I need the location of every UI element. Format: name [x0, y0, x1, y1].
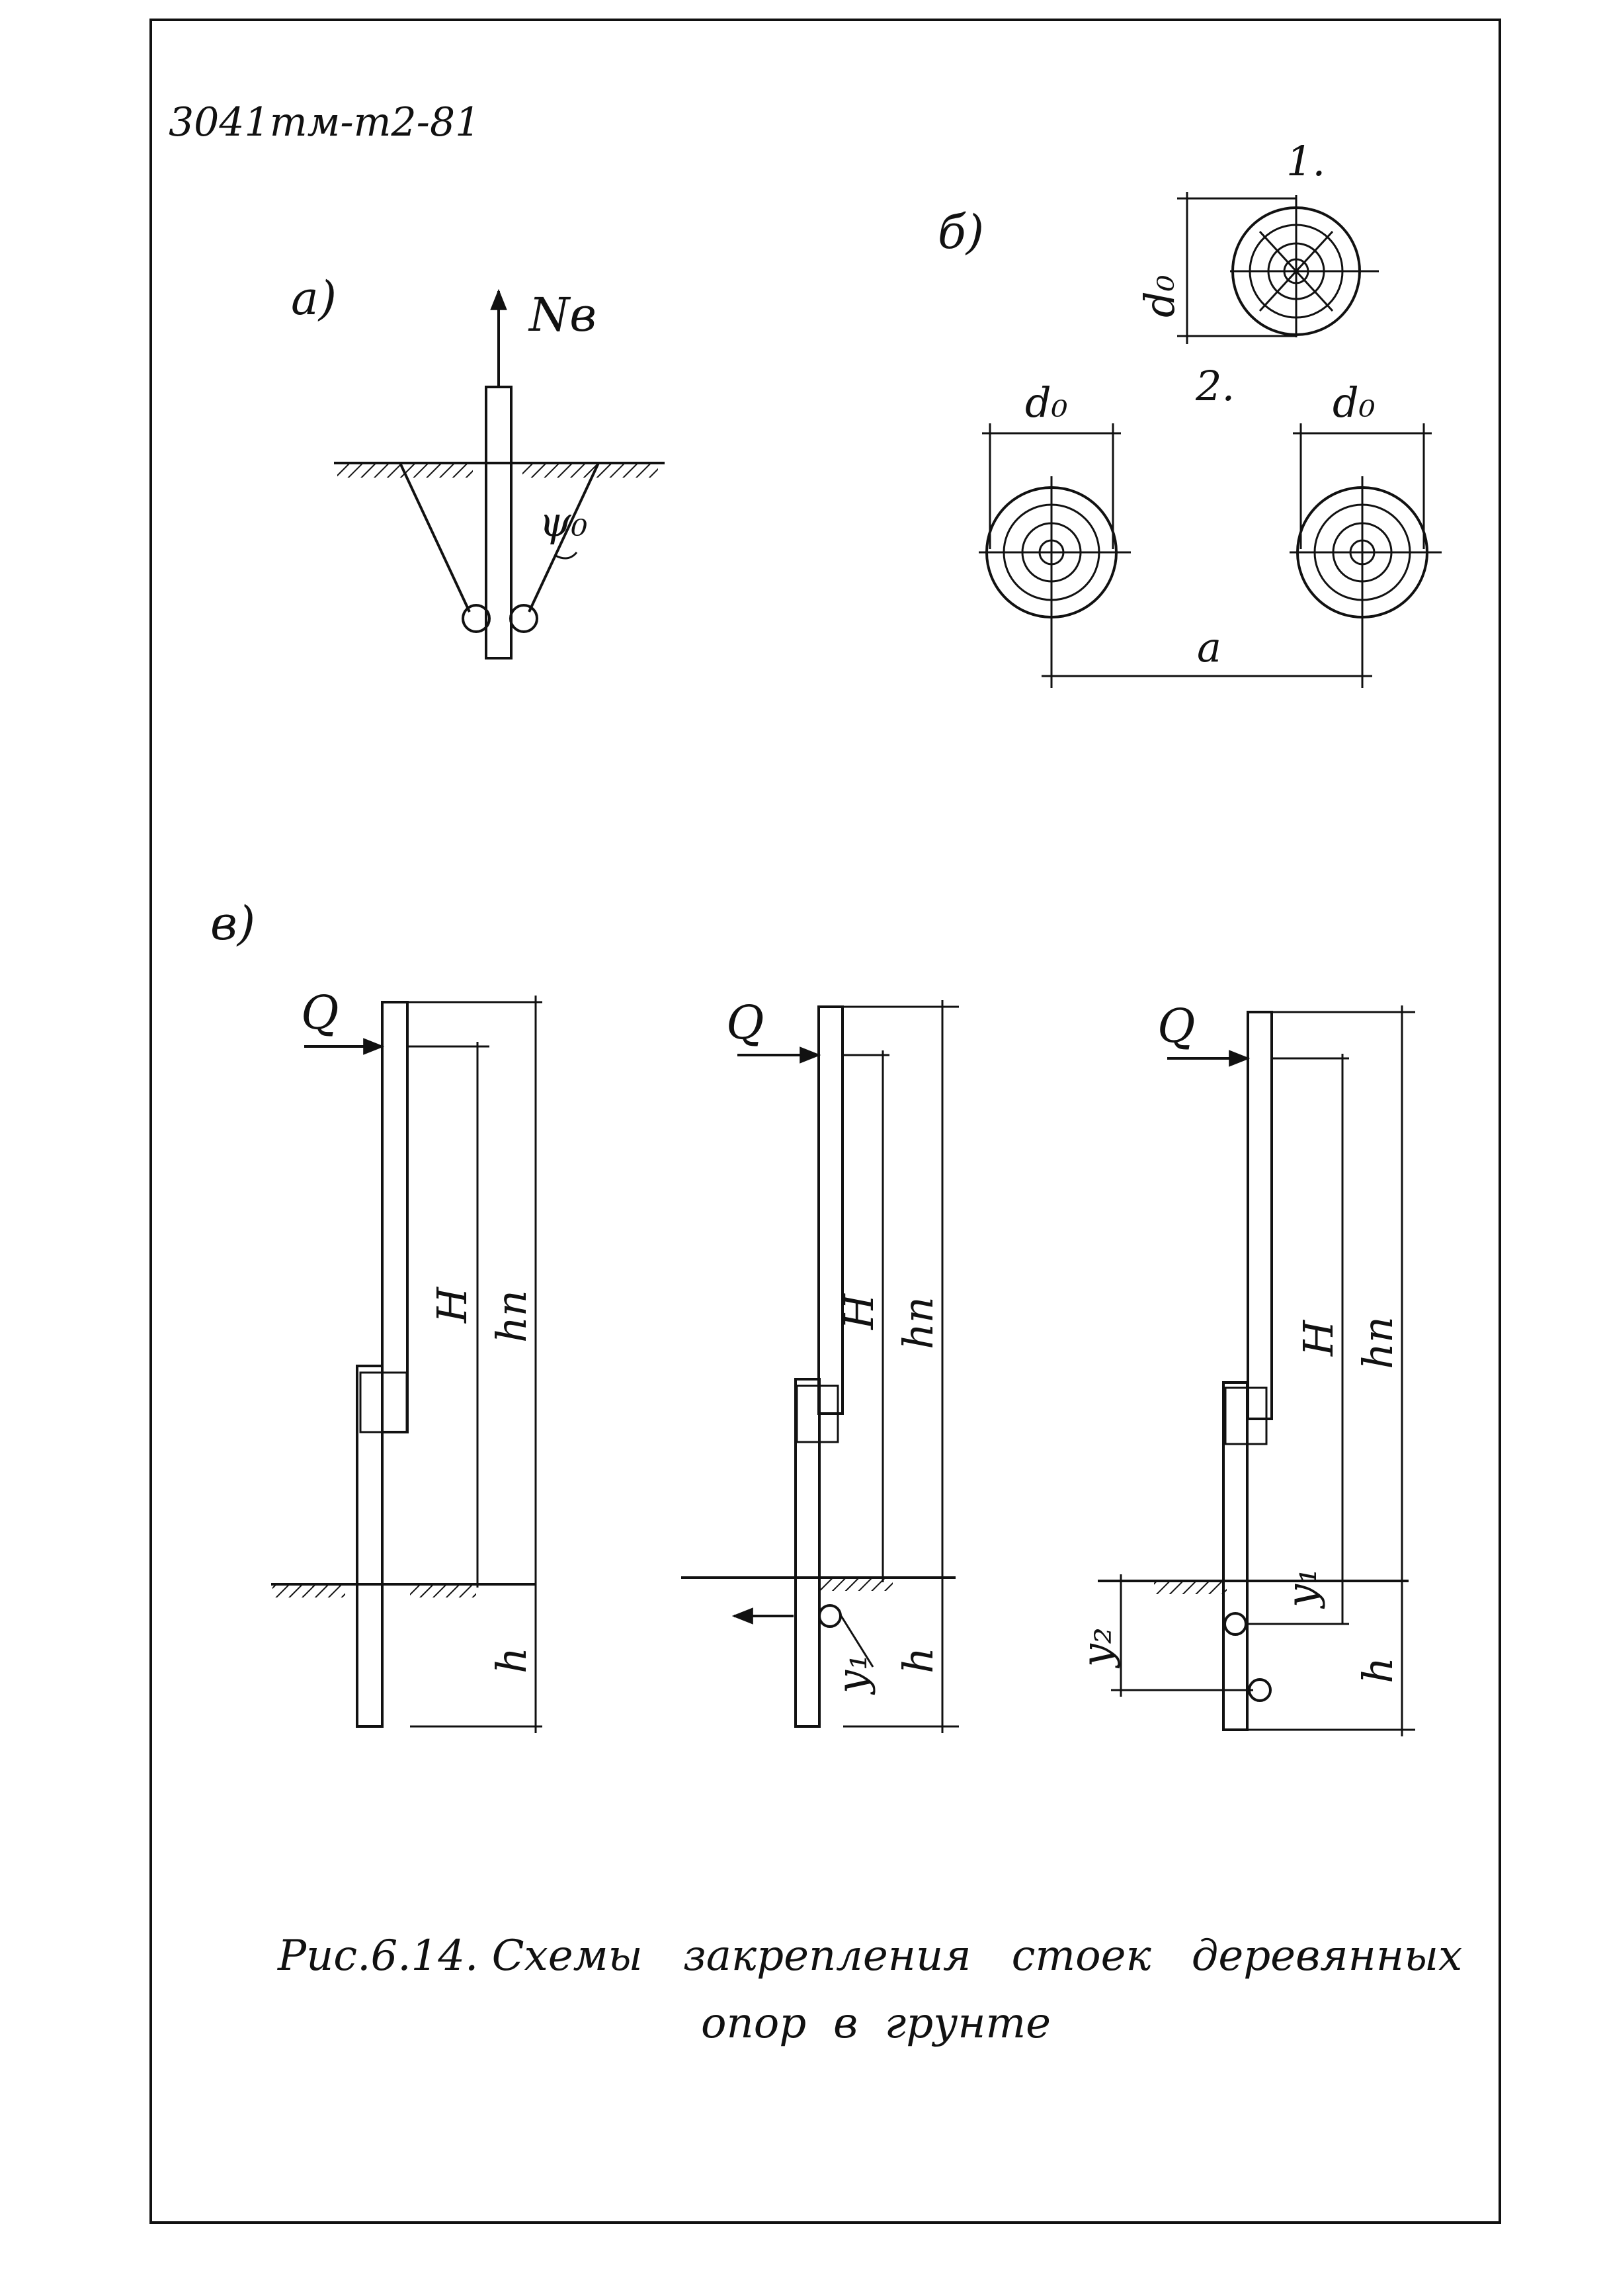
panel-v-label: в): [210, 896, 255, 951]
scheme-2-height-label: H: [835, 1293, 883, 1330]
panel-a-anchor-log-left: [462, 604, 491, 633]
figure-caption-line-1: Рис.6.14. Схемы закрепления стоек деревя…: [277, 1932, 1462, 1980]
panel-a-excavation-right: [528, 462, 600, 613]
scheme-2-depth-label: h: [894, 1647, 942, 1674]
panel-a-anchor-log-right: [509, 604, 538, 633]
panel-b-label: б): [938, 205, 984, 259]
panel-a-label: а): [291, 271, 337, 325]
scheme-3-pole-height-label: hп: [1354, 1316, 1402, 1369]
scheme-2-load-label: Q: [726, 996, 764, 1050]
panel-b: б) 1. 2. d₀ d₀: [938, 137, 1442, 688]
panel-v: в) Q H hп h Q: [210, 896, 1415, 1736]
panel-b-diameter-label-1: d₀: [1135, 275, 1184, 318]
scheme-1-pole-height-label: hп: [487, 1290, 536, 1343]
panel-b-diameter-label-2r: d₀: [1333, 378, 1376, 427]
scheme-3-y1-label: y₁: [1278, 1568, 1326, 1609]
panel-a: а) Nв ψ₀: [291, 271, 665, 659]
scheme-2-pole-height-label: hп: [894, 1297, 942, 1349]
scheme-3-load-label: Q: [1157, 999, 1195, 1053]
panel-v-scheme-3: Q H hп h y₁ y₂: [1073, 999, 1415, 1736]
panel-b-log-2-left: [979, 476, 1131, 628]
figure-caption-line-2: опор в грунте: [701, 1999, 1051, 2048]
scheme-1-height-label: H: [428, 1286, 476, 1324]
scheme-3-y2-label: y₂: [1073, 1627, 1121, 1669]
scheme-3-height-label: H: [1294, 1319, 1342, 1357]
panel-b-case1-label: 1.: [1286, 137, 1325, 185]
panel-b-spacing-label: a: [1197, 623, 1221, 671]
sheet-frame: [149, 19, 1501, 2224]
panel-b-diameter-label-2l: d₀: [1025, 378, 1068, 427]
panel-v-scheme-2: Q H hп h y₁: [681, 996, 959, 1733]
panel-v-scheme-1: Q H hп h: [271, 986, 542, 1733]
panel-a-ground-hatch-right: [522, 464, 658, 478]
scheme-2-y1-label: y₁: [828, 1654, 876, 1695]
document-code: 3041тм-т2-81: [169, 99, 480, 146]
panel-a-excavation-left: [399, 462, 471, 613]
panel-a-force-label: Nв: [528, 288, 597, 342]
panel-b-log-1: [1230, 195, 1379, 337]
panel-b-case2-label: 2.: [1195, 362, 1235, 410]
panel-a-angle-label: ψ₀: [539, 497, 588, 546]
scheme-3-depth-label: h: [1354, 1657, 1402, 1683]
panel-b-log-2-right: [1290, 476, 1442, 628]
scheme-1-depth-label: h: [487, 1647, 536, 1674]
scheme-1-load-label: Q: [301, 986, 339, 1040]
panel-a-angle-arc: [555, 552, 578, 560]
